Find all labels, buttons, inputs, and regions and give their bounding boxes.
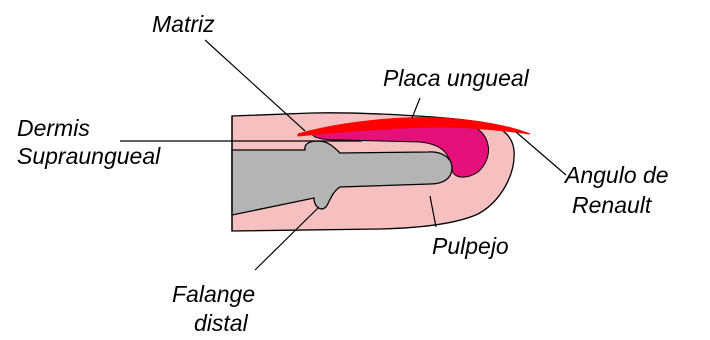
label-dermis-line2: Supraungueal	[17, 143, 160, 170]
label-angulo-line1: Angulo de	[565, 162, 669, 189]
leader-angulo	[516, 132, 566, 175]
label-angulo-line2: Renault	[572, 192, 651, 219]
label-matriz: Matriz	[152, 11, 215, 38]
label-pulpejo: Pulpejo	[432, 233, 509, 260]
label-falange-line1: Falange	[172, 281, 255, 308]
leader-placa	[412, 98, 420, 118]
label-dermis-line1: Dermis	[17, 115, 90, 142]
label-falange-line2: distal	[194, 310, 248, 337]
label-placa-ungueal: Placa ungueal	[383, 65, 529, 92]
